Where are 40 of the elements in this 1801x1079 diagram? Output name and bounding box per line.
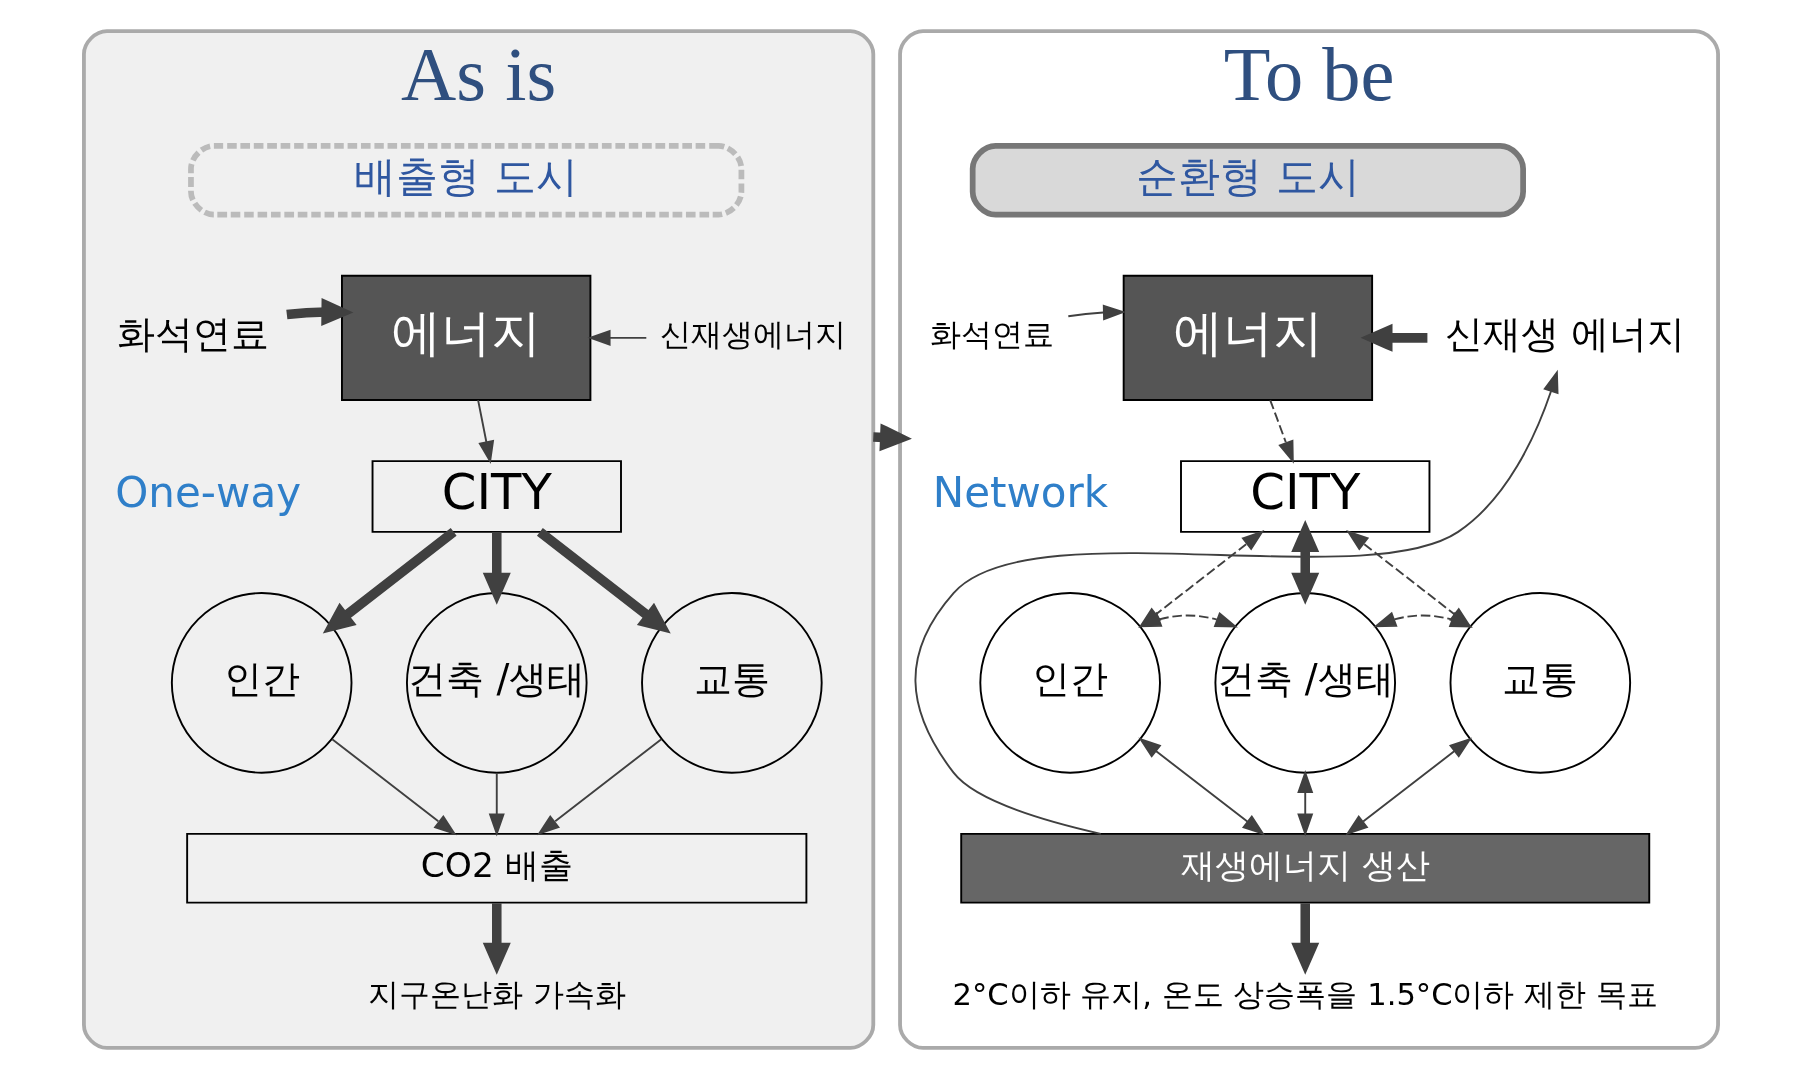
arrow [1137,611,1238,628]
node-label: One-way [114,468,301,518]
node-text: 신재생에너지 [659,317,846,353]
arrow [1372,611,1473,628]
node-circle: 건축 /생태 [405,592,588,774]
node-text: 지구온난화 가속화 [367,977,626,1013]
arrow [1137,737,1265,836]
node-box: CO2 배출 [185,832,807,904]
node-box: 순환형 도시 [969,142,1526,218]
node-text: 화석연료 [929,317,1054,353]
arrow [1066,304,1126,321]
arrow [587,329,647,346]
node-box: 에너지 [340,274,591,401]
node-box: 배출형 도시 [187,142,744,218]
arrow [536,738,662,836]
node-text: 화석연료 [116,312,269,357]
arrow [536,528,671,634]
node-box: 재생에너지 생산 [959,832,1650,904]
node-box: CITY [1179,460,1430,533]
arrow [1290,519,1319,605]
arrow [488,771,505,837]
arrow [1296,770,1313,837]
arrow [1268,399,1294,464]
node-text: 신재생 에너지 [1444,312,1685,357]
node-box: CITY [371,460,622,533]
node-circle: 교통 [640,592,823,774]
node-circle: 인간 [170,592,352,774]
node-text: 2°C이하 유지, 온도 상승폭을 1.5°C이하 제한 목표 [952,977,1658,1013]
node-label: Network [932,468,1108,518]
arrow [914,369,1558,835]
arrow [476,399,494,464]
arrow [322,528,457,634]
arrow [1344,737,1472,836]
arrow [285,298,353,327]
arrow [1290,903,1319,975]
arrow [482,531,511,605]
arrow [1360,323,1427,352]
arrow [330,738,457,836]
node-box: 에너지 [1122,274,1373,401]
arrow [482,903,511,975]
